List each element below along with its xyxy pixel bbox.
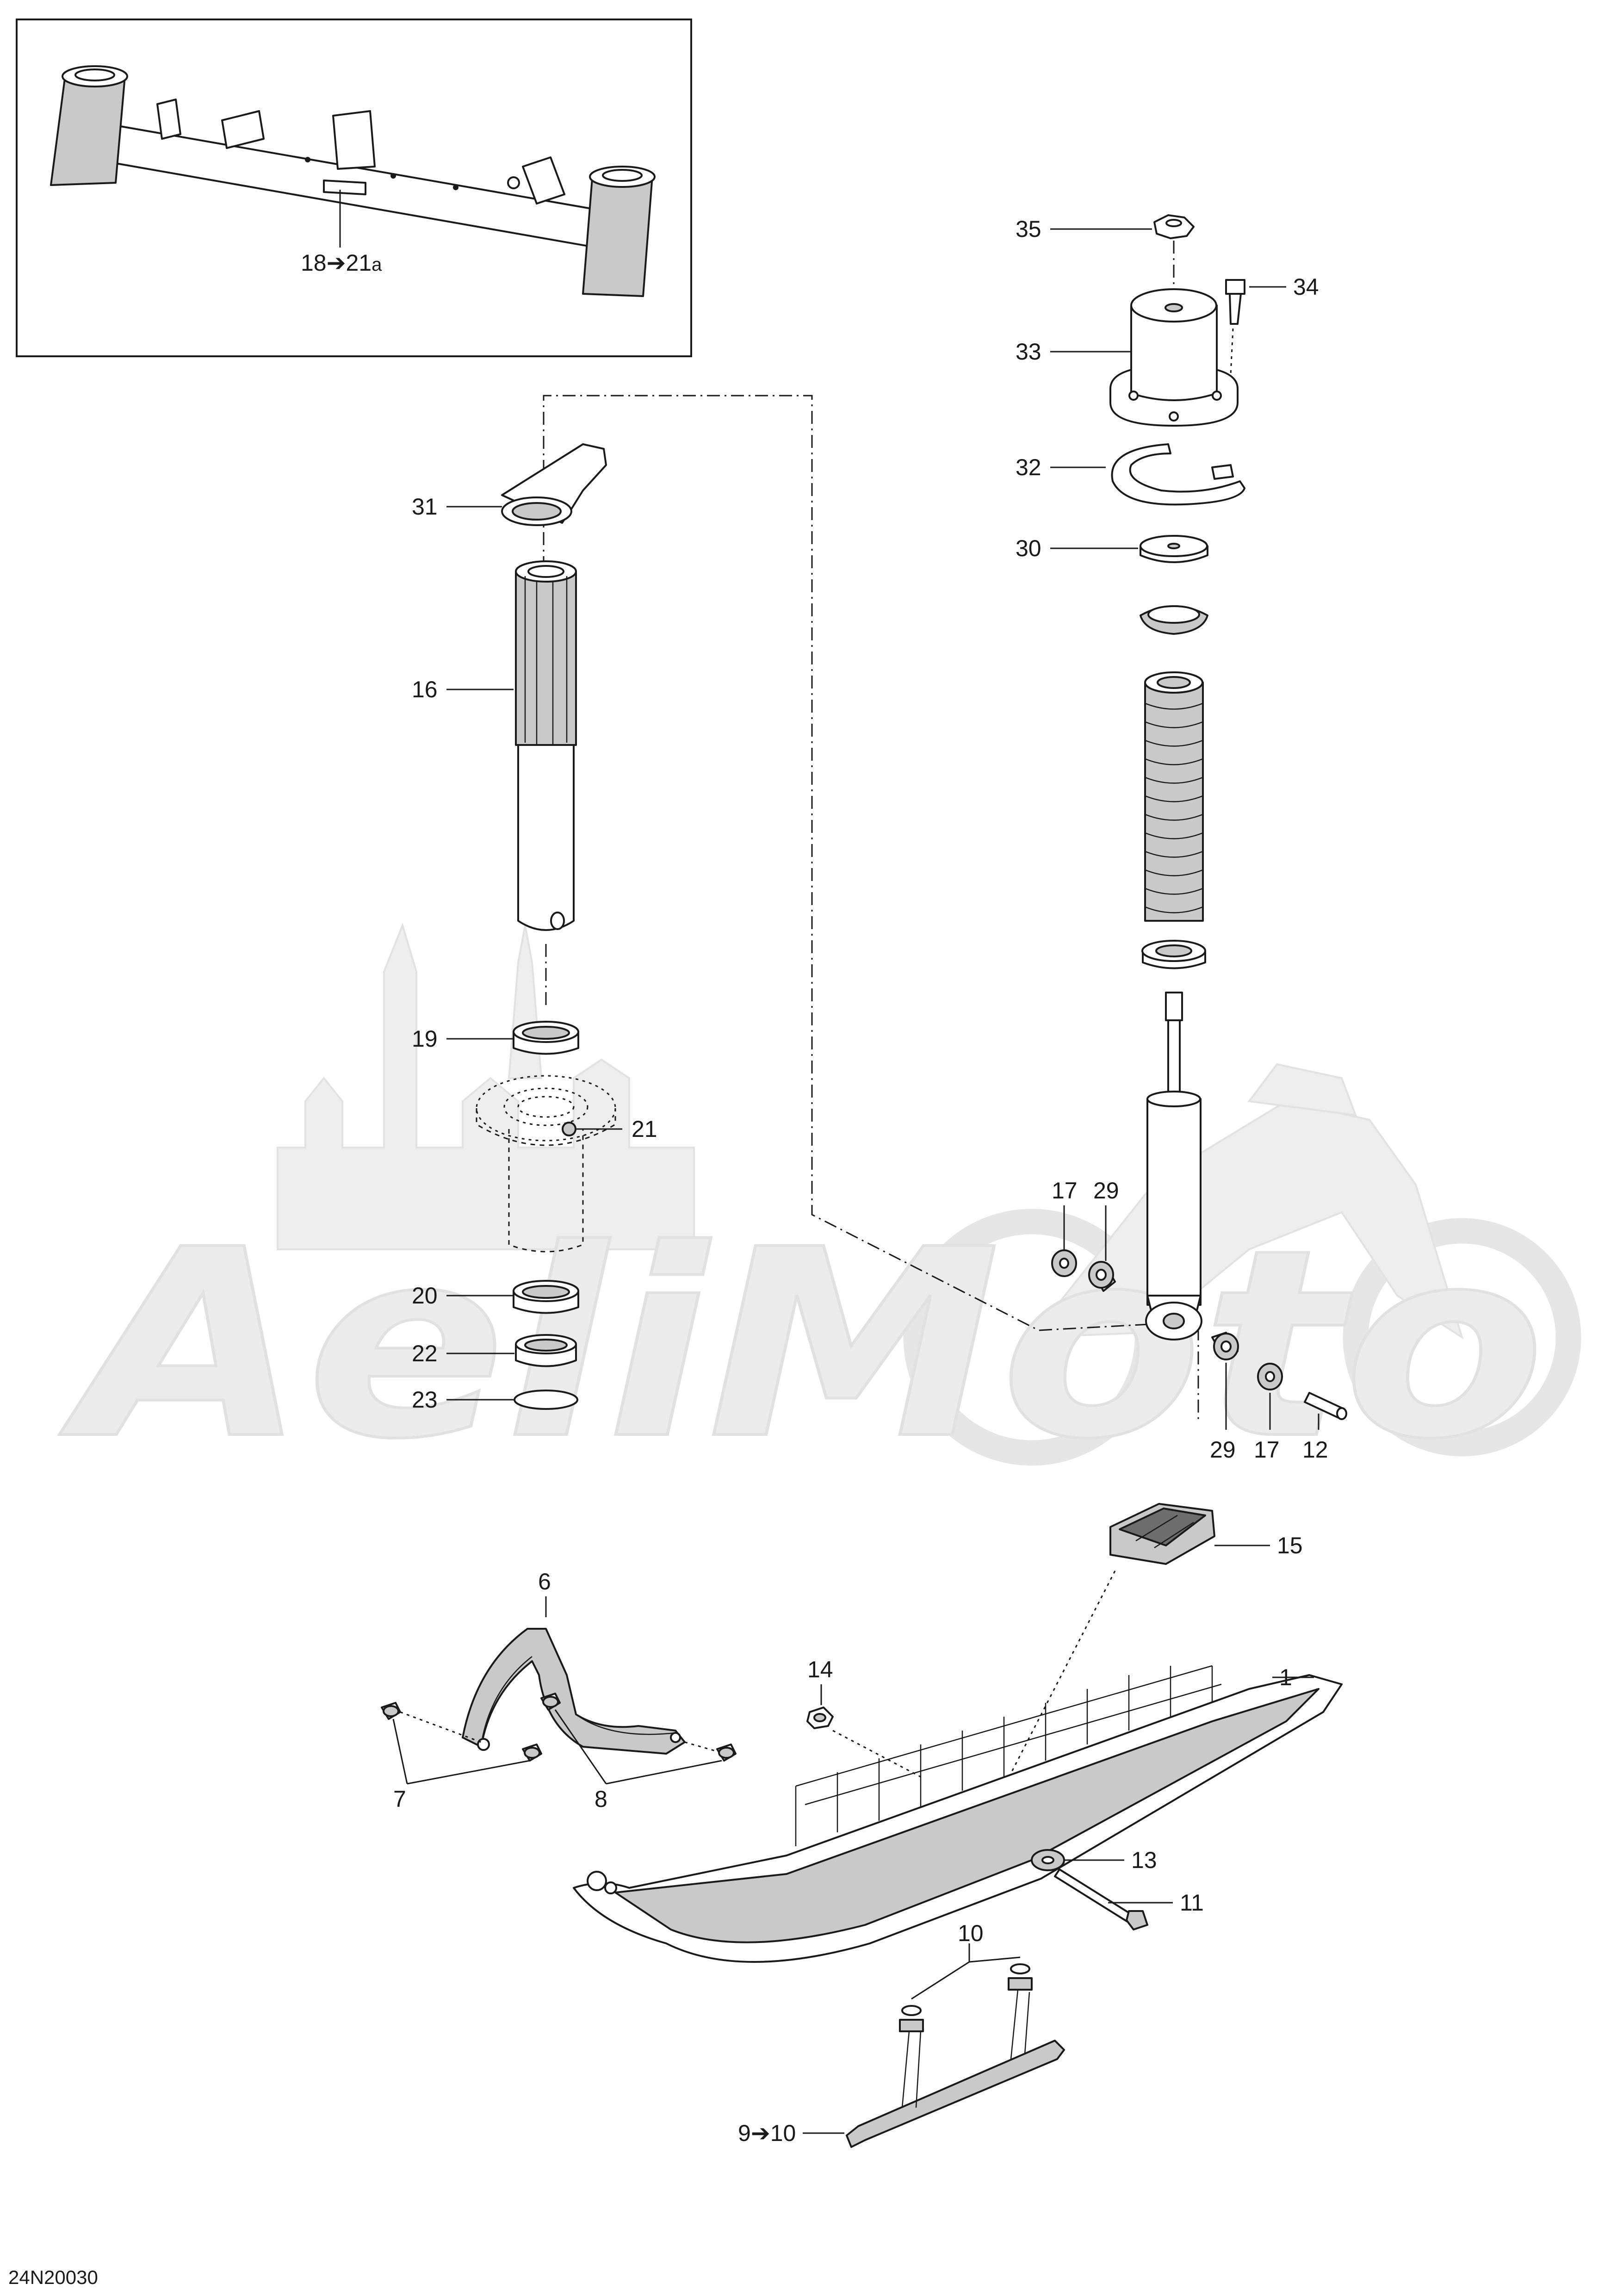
bushing-part-19 bbox=[513, 1021, 579, 1055]
ski-bumper-part-15 bbox=[1109, 1503, 1215, 1565]
ski-handle-part-6 bbox=[462, 1628, 686, 1755]
tube-bracket-5 bbox=[522, 156, 565, 205]
shock-absorber-body bbox=[1145, 992, 1202, 1340]
callout-8: 8 bbox=[595, 1786, 607, 1812]
callout-6: 6 bbox=[538, 1569, 551, 1595]
bushing-part-20 bbox=[513, 1280, 579, 1314]
callout-30: 30 bbox=[1016, 535, 1041, 561]
callout-20: 20 bbox=[412, 1283, 438, 1309]
callout-14: 14 bbox=[807, 1657, 833, 1682]
bushing-part-29-left bbox=[1088, 1261, 1116, 1292]
callout-16: 16 bbox=[412, 676, 438, 702]
callout-7: 7 bbox=[393, 1786, 406, 1812]
nut-part-14 bbox=[806, 1706, 834, 1729]
spindle-part-16 bbox=[515, 560, 577, 931]
callout-29-left: 29 bbox=[1093, 1178, 1119, 1204]
callout-1: 1 bbox=[1279, 1664, 1292, 1690]
callout-31: 31 bbox=[412, 494, 438, 520]
callout-35: 35 bbox=[1016, 216, 1041, 242]
callout-19: 19 bbox=[412, 1026, 438, 1052]
inset-frame-panel: 18➔21a bbox=[16, 19, 692, 357]
bolt-part-11 bbox=[1054, 1868, 1148, 1930]
tube-bracket-1 bbox=[156, 99, 181, 140]
right-spindle-housing bbox=[582, 175, 653, 297]
watermark-text: AeliMoto bbox=[56, 1194, 1545, 1496]
top-cap-part-33 bbox=[1109, 288, 1239, 427]
tube-bracket-3 bbox=[332, 110, 376, 170]
screw-part-7 bbox=[381, 1702, 542, 1762]
spindle-assembly: 31 16 19 bbox=[412, 443, 657, 1413]
frame-flange-hidden bbox=[476, 1075, 616, 1253]
callout-10: 10 bbox=[958, 1920, 984, 1946]
watermark: AeliMoto bbox=[54, 922, 1581, 1497]
ski-part-1 bbox=[573, 1665, 1343, 1963]
screw-part-8 bbox=[540, 1693, 737, 1762]
callout-9: 9➔10 bbox=[738, 2120, 796, 2146]
grease-fitting-part-21 bbox=[562, 1122, 576, 1136]
callout-29-right: 29 bbox=[1210, 1437, 1236, 1463]
screw-part-34 bbox=[1225, 279, 1245, 325]
callout-17-left: 17 bbox=[1052, 1178, 1078, 1204]
bushing-part-29-right bbox=[1211, 1332, 1239, 1360]
watermark-motorcycle-shape bbox=[903, 1063, 1581, 1466]
ski-assembly: 15 1 14 6 bbox=[381, 1503, 1343, 2148]
pin-part-12 bbox=[1304, 1392, 1347, 1420]
watermark-castle-shape bbox=[277, 922, 695, 1250]
washer-part-13 bbox=[1031, 1849, 1065, 1871]
coil-spring bbox=[1144, 671, 1204, 922]
tube-bracket-2 bbox=[221, 110, 265, 149]
inset-callout-label: 18➔21a bbox=[301, 250, 382, 276]
callout-11: 11 bbox=[1180, 1890, 1204, 1916]
callout-23: 23 bbox=[412, 1387, 438, 1413]
tube-bracket-4 bbox=[323, 180, 366, 195]
callout-17-right: 17 bbox=[1254, 1437, 1280, 1463]
shock-assembly: 35 34 33 32 bbox=[1016, 214, 1347, 1463]
callout-34: 34 bbox=[1293, 274, 1319, 300]
callout-32: 32 bbox=[1016, 454, 1041, 480]
callout-33: 33 bbox=[1016, 339, 1041, 365]
runner-part-9 bbox=[846, 1963, 1065, 2148]
drawing-code: 24N20030 bbox=[8, 2266, 98, 2288]
callout-15: 15 bbox=[1277, 1533, 1303, 1558]
washer-part-30 bbox=[1140, 535, 1208, 563]
clip-part-32 bbox=[1111, 443, 1245, 506]
callout-22: 22 bbox=[412, 1340, 438, 1366]
watermark-tower-spire bbox=[508, 925, 543, 1079]
circlip-part-23 bbox=[514, 1390, 578, 1410]
callout-12: 12 bbox=[1302, 1437, 1328, 1463]
callout-13: 13 bbox=[1131, 1847, 1157, 1873]
lower-spring-seat bbox=[1141, 940, 1206, 969]
spring-retainer-cup bbox=[1140, 605, 1208, 635]
callout-21: 21 bbox=[632, 1116, 657, 1142]
bushing-part-22 bbox=[515, 1334, 577, 1367]
